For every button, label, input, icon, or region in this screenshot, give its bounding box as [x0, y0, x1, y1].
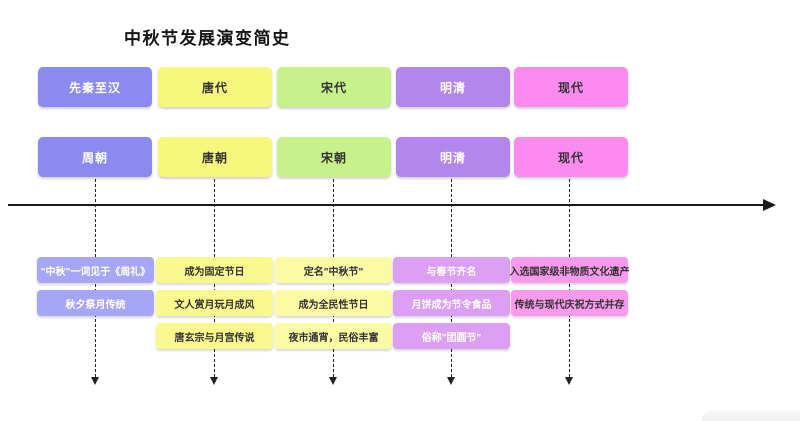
era-box-modern[interactable]: 现代	[514, 67, 628, 107]
period-box-song[interactable]: 宋朝	[277, 137, 391, 177]
era-box-ming-qing[interactable]: 明清	[396, 67, 510, 107]
era-box-pre-qin-to-han[interactable]: 先秦至汉	[38, 67, 152, 107]
period-box-modern[interactable]: 现代	[514, 137, 628, 177]
connector-arrowhead-icon	[565, 377, 573, 385]
event-box[interactable]: 成为固定节日	[156, 257, 273, 283]
event-box[interactable]: 定名"中秋节"	[275, 257, 392, 283]
event-box[interactable]: 文人赏月玩月成风	[156, 290, 273, 316]
connector-arrowhead-icon	[447, 377, 455, 385]
era-box-song[interactable]: 宋代	[277, 67, 391, 107]
timeline-axis-arrowhead-icon	[763, 199, 776, 211]
event-box[interactable]: 入选国家级非物质文化遗产	[510, 257, 630, 283]
connector-arrowhead-icon	[210, 377, 218, 385]
period-box-ming-qing[interactable]: 明清	[396, 137, 510, 177]
event-box[interactable]: 成为全民性节日	[275, 290, 392, 316]
era-box-tang[interactable]: 唐代	[158, 67, 272, 107]
timeline-axis	[8, 204, 766, 206]
period-box-tang[interactable]: 唐朝	[158, 137, 272, 177]
connector-arrowhead-icon	[329, 377, 337, 385]
period-box-zhou[interactable]: 周朝	[38, 137, 152, 177]
event-box[interactable]: 秋夕祭月传统	[37, 290, 154, 316]
event-box[interactable]: 月饼成为节令食品	[393, 290, 510, 316]
corner-card-edge	[702, 410, 800, 421]
event-box[interactable]: 传统与现代庆祝方式并存	[511, 290, 628, 316]
event-box[interactable]: "中秋"一词见于《周礼》	[37, 257, 154, 283]
event-box[interactable]: 唐玄宗与月宫传说	[156, 323, 273, 349]
page-title: 中秋节发展演变简史	[124, 29, 291, 48]
event-box[interactable]: 夜市通宵，民俗丰富	[275, 323, 392, 349]
event-box[interactable]: 与春节齐名	[393, 257, 510, 283]
event-box[interactable]: 俗称"团圆节"	[393, 323, 510, 349]
connector-arrowhead-icon	[91, 377, 99, 385]
